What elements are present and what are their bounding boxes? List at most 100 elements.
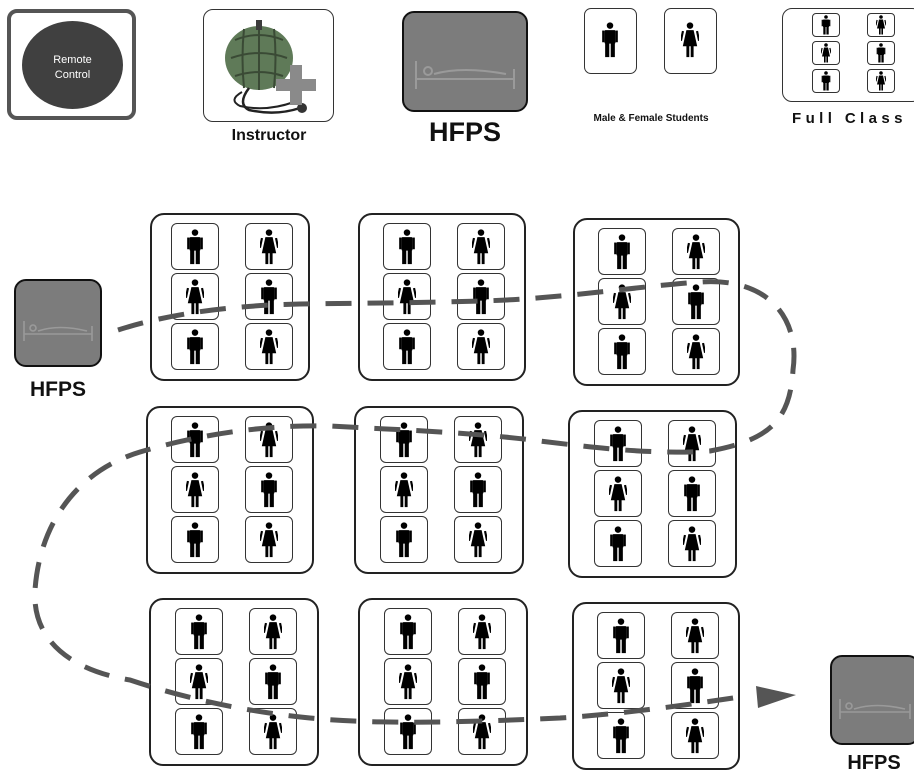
male-student-icon: [614, 233, 630, 269]
class-group: [146, 406, 314, 574]
female-student-seat: [668, 420, 716, 467]
male-student-icon: [684, 475, 700, 511]
male-student-seat: [594, 420, 642, 467]
female-student-seat: [457, 323, 505, 370]
male-student-seat: [175, 708, 223, 755]
male-student-seat: [380, 516, 428, 563]
female-student-seat: [454, 516, 502, 563]
male-student-icon: [610, 425, 626, 461]
female-student-seat: [671, 612, 719, 659]
female-student-icon: [679, 20, 701, 65]
instructor-label: Instructor: [231, 127, 307, 144]
female-student-seat: [249, 708, 297, 755]
students-legend-label: Male & Female Students: [593, 113, 709, 124]
male-student-icon: [601, 20, 619, 65]
female-student-icon: [260, 421, 278, 457]
male-student-seat: [171, 323, 219, 370]
female-student-icon: [186, 471, 204, 507]
male-student-seat: [594, 520, 642, 567]
remote-control-label-line2: Control: [54, 69, 91, 81]
female-student-seat: [380, 466, 428, 513]
female-student-icon: [683, 525, 701, 561]
class-group: [358, 213, 526, 381]
male-student-icon: [821, 71, 831, 91]
male-student-icon: [473, 278, 489, 314]
female-student-icon: [473, 613, 491, 649]
female-student-icon: [683, 425, 701, 461]
full-class-cell: [867, 41, 895, 65]
male-student-seat: [671, 662, 719, 709]
remote-control-legend-tile: Remote Control: [7, 9, 136, 120]
hfps-legend-label: HFPS: [428, 117, 501, 147]
male-student-icon: [614, 333, 630, 369]
male-student-icon: [261, 278, 277, 314]
female-student-icon: [260, 328, 278, 364]
instructor-legend-tile: [203, 9, 334, 122]
female-student-seat: [458, 708, 506, 755]
instructor-icon: [225, 20, 316, 114]
male-student-seat: [598, 328, 646, 375]
male-student-icon: [396, 421, 412, 457]
male-student-icon: [191, 613, 207, 649]
class-group: [568, 410, 737, 578]
class-group: [354, 406, 524, 574]
male-student-seat: [454, 466, 502, 513]
female-student-icon: [473, 713, 491, 749]
female-student-icon: [395, 471, 413, 507]
male-student-seat: [171, 516, 219, 563]
female-student-icon: [264, 613, 282, 649]
male-student-icon: [187, 421, 203, 457]
female-student-seat: [383, 273, 431, 320]
male-student-seat: [249, 658, 297, 705]
male-student-icon: [191, 713, 207, 749]
male-student-icon: [613, 717, 629, 753]
female-student-icon: [260, 521, 278, 557]
male-student-seat: [457, 273, 505, 320]
male-student-icon: [187, 228, 203, 264]
start-hfps-station: [14, 279, 102, 367]
female-student-icon: [609, 475, 627, 511]
full-class-cell: [812, 69, 840, 93]
end-hfps-label: HFPS: [847, 752, 901, 774]
male-student-seat: [175, 608, 223, 655]
remote-control-icon: [22, 21, 123, 109]
male-student-icon: [821, 15, 831, 35]
male-student-icon: [187, 328, 203, 364]
class-group: [150, 213, 310, 381]
male-student-seat: [171, 223, 219, 270]
male-student-icon: [396, 521, 412, 557]
female-student-seat: [458, 608, 506, 655]
female-student-icon: [821, 43, 831, 63]
female-student-seat: [598, 278, 646, 325]
female-student-icon: [469, 421, 487, 457]
male-student-seat: [383, 223, 431, 270]
male-student-seat: [245, 466, 293, 513]
female-student-seat: [594, 470, 642, 517]
female-student-seat: [245, 516, 293, 563]
bed-icon: [839, 699, 911, 719]
female-student-seat: [597, 662, 645, 709]
female-student-icon: [260, 228, 278, 264]
male-student-icon: [399, 328, 415, 364]
male-student-seat: [597, 612, 645, 659]
female-student-seat: [245, 223, 293, 270]
male-student-seat: [171, 416, 219, 463]
full-class-cell: [867, 13, 895, 37]
female-student-seat: [171, 273, 219, 320]
female-student-icon: [876, 71, 886, 91]
male-student-icon: [265, 663, 281, 699]
male-student-icon: [399, 228, 415, 264]
start-hfps-label: HFPS: [29, 378, 86, 401]
female-student-icon: [190, 663, 208, 699]
class-group: [572, 602, 740, 770]
female-student-seat: [671, 712, 719, 759]
male-student-seat: [458, 658, 506, 705]
male-student-icon: [687, 667, 703, 703]
female-student-seat: [171, 466, 219, 513]
male-student-icon: [470, 471, 486, 507]
male-student-icon: [400, 713, 416, 749]
end-hfps-station: [830, 655, 914, 745]
female-student-seat: [384, 658, 432, 705]
bed-icon: [23, 321, 93, 341]
